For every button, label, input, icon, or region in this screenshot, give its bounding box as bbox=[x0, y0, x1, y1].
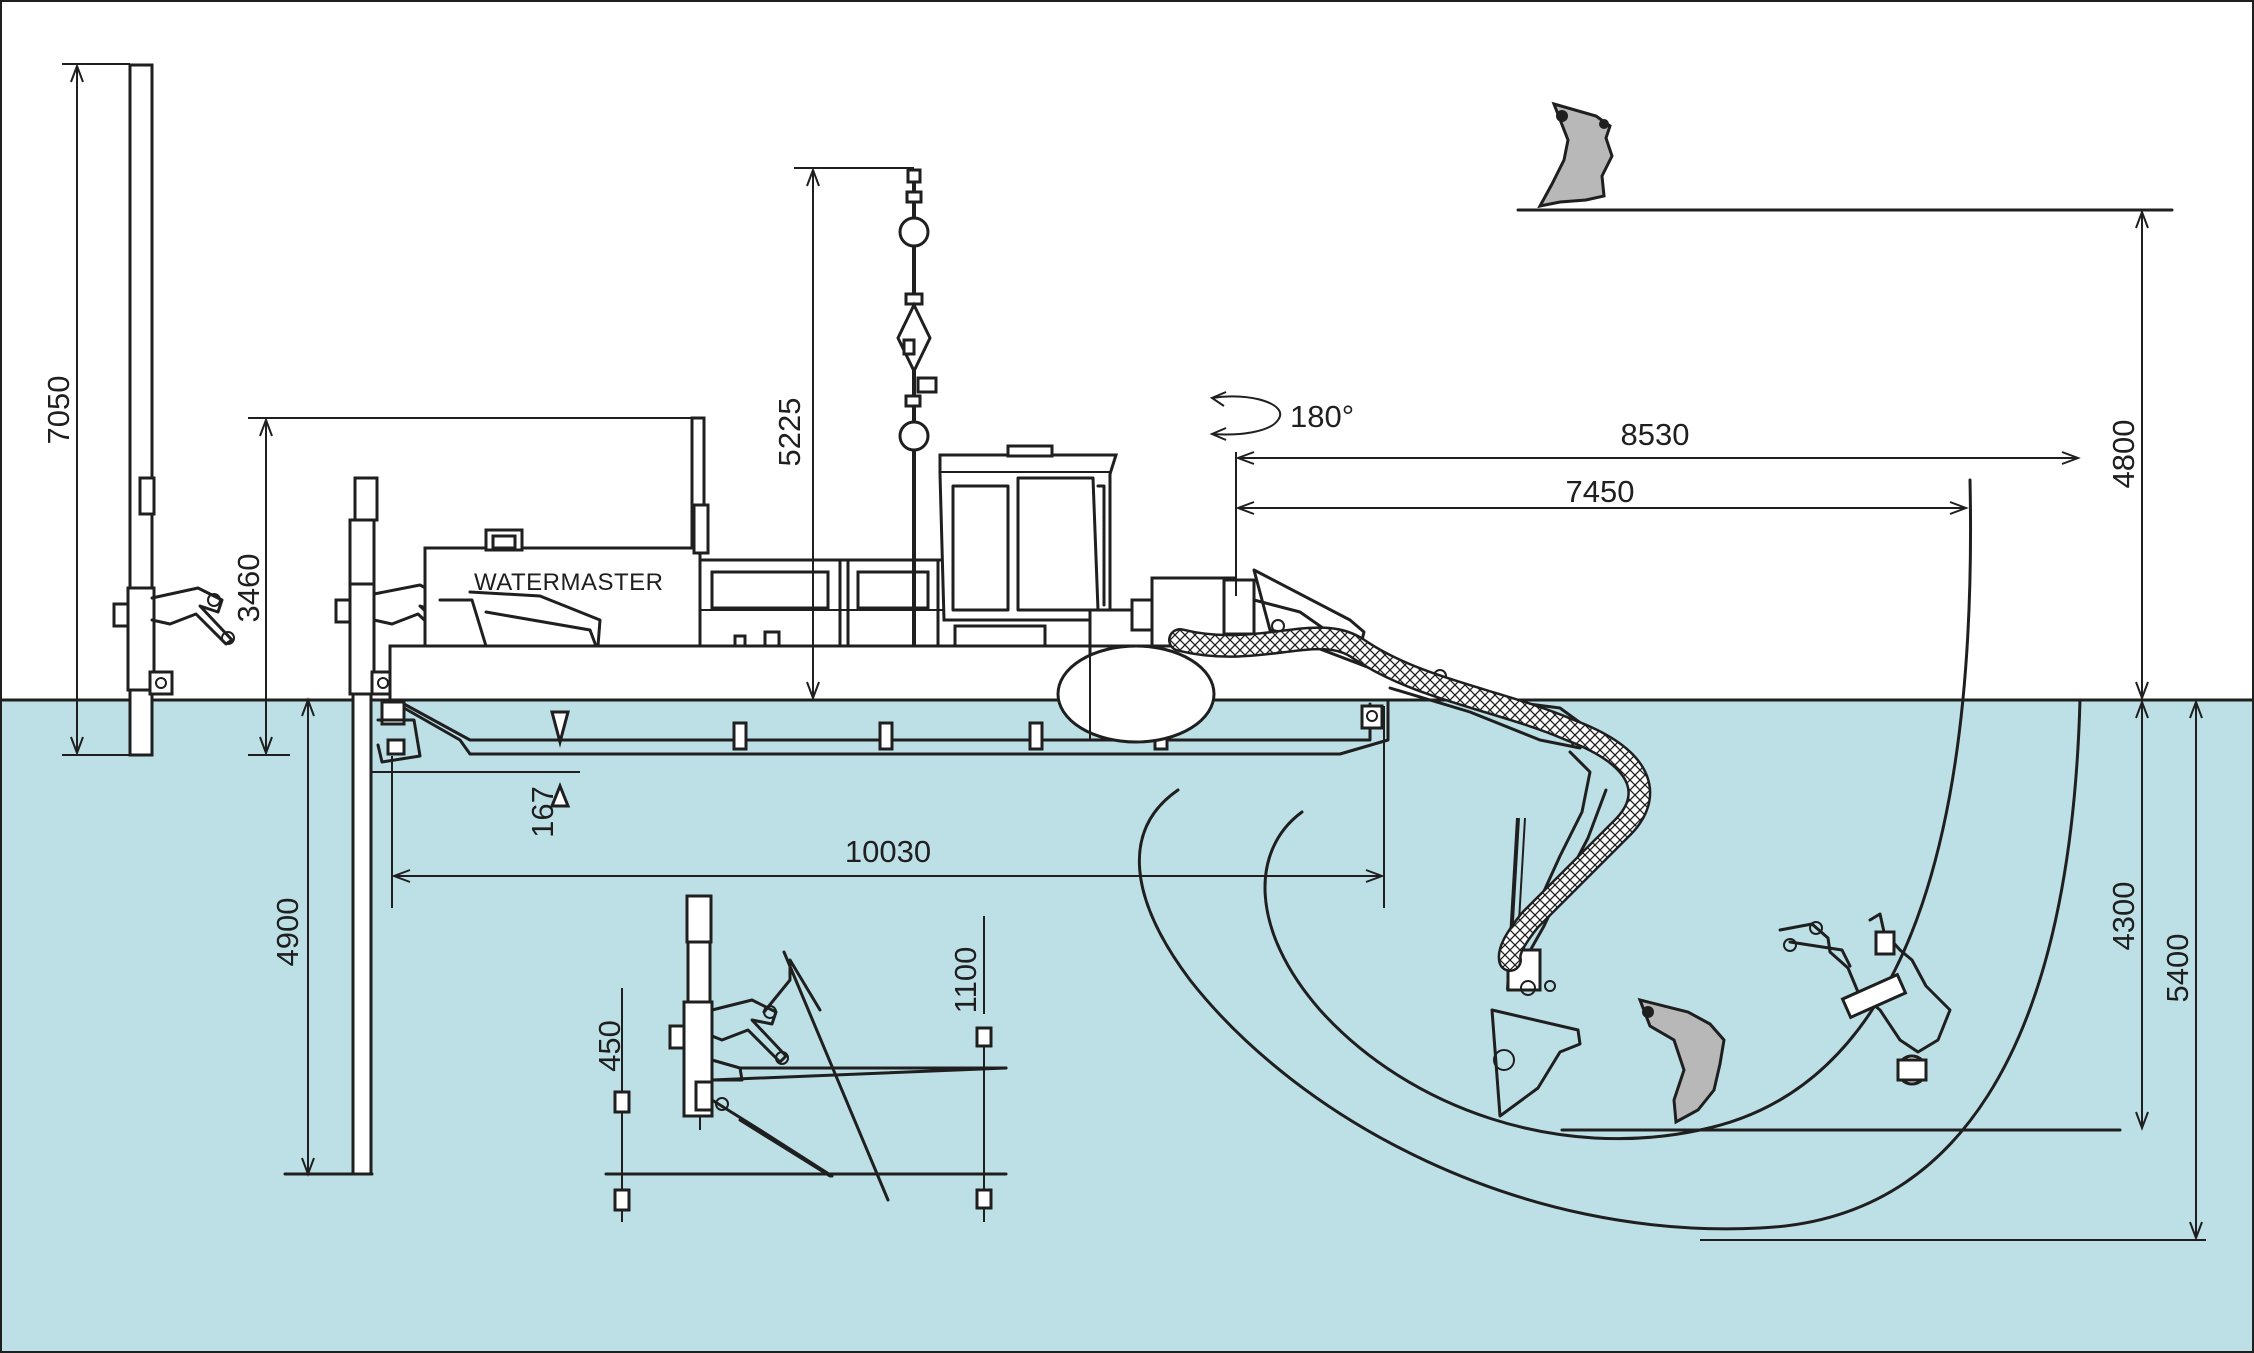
brand-label: WATERMASTER bbox=[474, 569, 664, 596]
dim-4800: 4800 bbox=[2106, 420, 2141, 489]
reach-envelope bbox=[1137, 478, 2122, 1231]
operator-cabin bbox=[938, 444, 1154, 648]
dim-7450: 7450 bbox=[1566, 474, 1635, 509]
dim-4900: 4900 bbox=[270, 898, 305, 967]
dim-450: 450 bbox=[592, 1020, 627, 1072]
dimension-lines bbox=[62, 63, 2206, 1241]
dim-1100: 1100 bbox=[948, 947, 983, 1014]
pipe-float bbox=[1056, 644, 1216, 744]
dim-7050: 7050 bbox=[41, 376, 76, 445]
front-spud-pole bbox=[283, 476, 459, 1176]
water-area bbox=[0, 700, 2254, 1353]
dim-4300: 4300 bbox=[2106, 882, 2141, 951]
spud-detail-inset bbox=[604, 894, 1008, 1202]
rotation-label: 180° bbox=[1290, 399, 1354, 434]
dim-5225: 5225 bbox=[772, 398, 807, 467]
bucket-top-icon bbox=[1537, 101, 1614, 209]
dim-10030: 10030 bbox=[845, 834, 931, 869]
left-spud-pole bbox=[112, 63, 235, 757]
bucket-bottom-icon bbox=[1637, 997, 1726, 1125]
dim-3460: 3460 bbox=[231, 554, 266, 623]
dim-5400: 5400 bbox=[2160, 934, 2195, 1003]
clamshell-attachment bbox=[1778, 912, 1952, 1086]
dim-167: 167 bbox=[525, 786, 560, 838]
sky-area bbox=[0, 0, 2254, 700]
dim-8530: 8530 bbox=[1621, 417, 1690, 452]
